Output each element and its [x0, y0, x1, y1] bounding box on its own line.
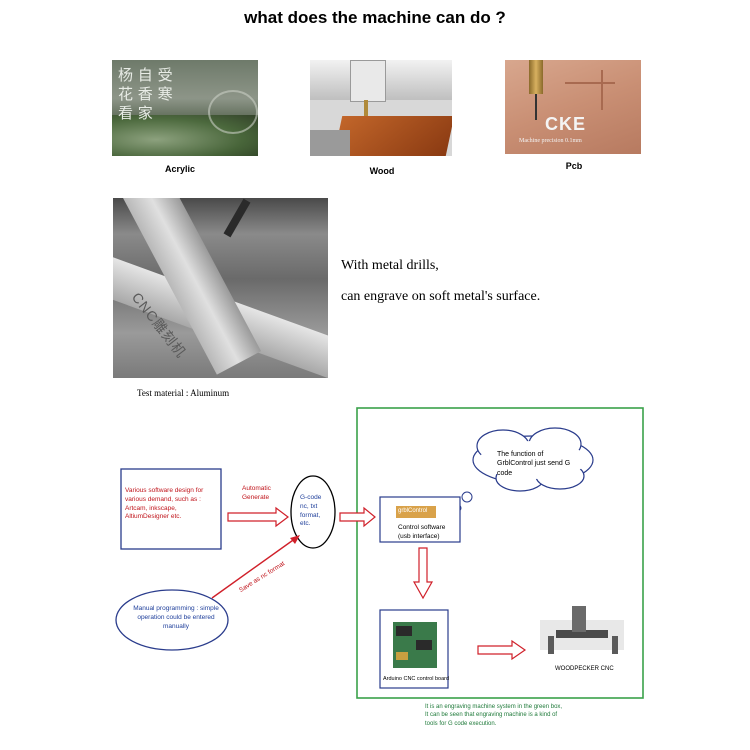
arrow-software-to-gcode: [227, 506, 289, 528]
green-box-note: It is an engraving machine system in the…: [425, 703, 562, 728]
automatic-generate-label: Automatic Generate: [242, 485, 271, 501]
aluminum-engraving-photo: CNC雕刻机: [113, 198, 328, 378]
cloud-text: The function of GrblControl just send G …: [497, 451, 571, 477]
pcb-caption: Pcb: [565, 161, 583, 171]
control-software-box: [379, 496, 461, 543]
acrylic-char: 杨: [118, 66, 134, 84]
acrylic-char: 受: [157, 66, 173, 84]
software-design-box: [120, 468, 222, 550]
arrow-gcode-to-control: [339, 506, 376, 528]
acrylic-char: 花: [118, 85, 134, 103]
test-material-caption: Test material : Aluminum: [137, 388, 230, 398]
green-note-line: It is an engraving machine system in the…: [425, 704, 563, 710]
acrylic-engraving-photo: 杨 自 受 花 香 寒 看 家: [112, 60, 258, 156]
page-title: what does the machine can do ?: [244, 8, 506, 27]
acrylic-char: 寒: [157, 85, 173, 103]
pcb-sublabel: Machine precision 0.1mm: [519, 138, 582, 144]
wood-engraving-photo: [310, 60, 452, 156]
acrylic-char: 看: [118, 104, 134, 122]
green-note-line: tools for G code execution.: [425, 720, 497, 727]
arrow-control-to-arduino: [412, 547, 434, 600]
acrylic-char: 家: [137, 104, 153, 122]
arduino-board-label: Arduino CNC control board: [383, 676, 450, 682]
wood-caption: Wood: [369, 166, 395, 176]
woodpecker-machine-image: [540, 606, 624, 654]
cloud-bubble: [461, 491, 473, 503]
acrylic-caption: Acrylic: [164, 164, 196, 174]
acrylic-char: 香: [137, 85, 153, 103]
woodpecker-label: WOODPECKER CNC: [555, 666, 614, 672]
green-system-box: [356, 407, 644, 699]
gcode-ellipse: [290, 475, 336, 549]
metal-drills-line2: can engrave on soft metal's surface.: [341, 289, 541, 304]
pcb-label: CKE: [545, 114, 587, 134]
software-design-text: Various software design for various dema…: [125, 487, 204, 521]
acrylic-char: 自: [137, 66, 153, 84]
arrow-arduino-to-woodpecker: [477, 639, 527, 661]
gcode-label: G-code nc, txt format, etc.: [300, 494, 322, 528]
manual-programming-text: Manual programming : simple operation co…: [133, 605, 219, 630]
grblcontrol-logo-bg: [396, 506, 436, 518]
grblcontrol-logo: grblControl: [398, 508, 428, 514]
green-note-line: It can be seen that engraving machine is…: [425, 712, 558, 719]
metal-drills-line1: With metal drills,: [341, 258, 439, 273]
manual-programming-ellipse: [115, 589, 229, 651]
arrow-manual-to-gcode: [211, 537, 297, 599]
control-software-label: Control software (usb interface): [398, 524, 446, 540]
pcb-engraving-photo: CKE Machine precision 0.1mm: [505, 60, 641, 154]
